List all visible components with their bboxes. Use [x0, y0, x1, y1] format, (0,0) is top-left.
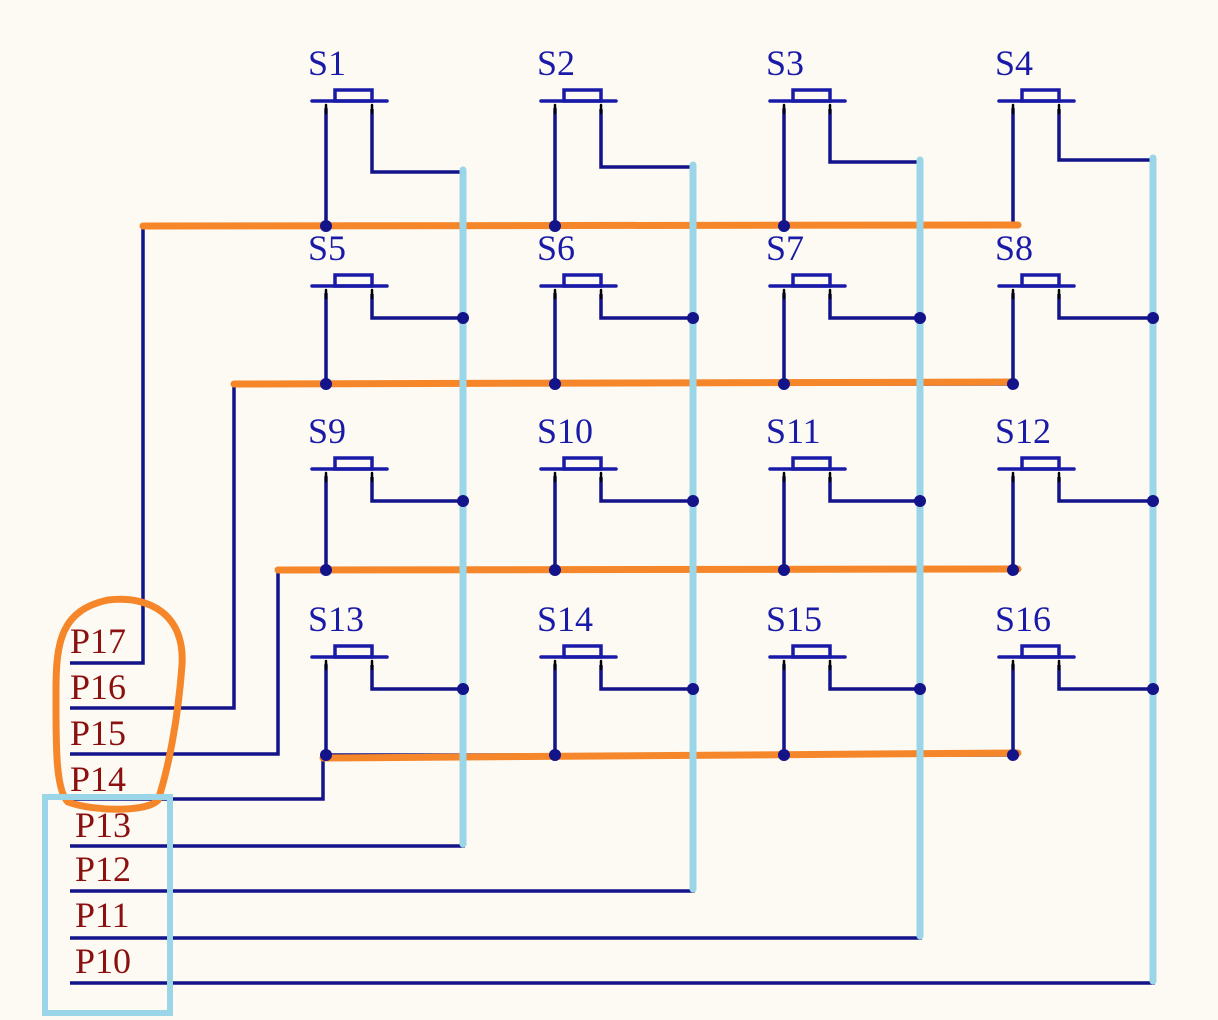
pin-label-p16: P16 — [70, 667, 126, 707]
pin-label-p17: P17 — [70, 621, 126, 661]
junction-dot — [457, 495, 469, 507]
switch-label: S13 — [308, 599, 364, 639]
switch-s6 — [539, 273, 693, 386]
junction-dot — [778, 564, 790, 576]
switch-label: S14 — [537, 599, 593, 639]
column-route-p13 — [70, 170, 465, 848]
switch-right-lead — [1057, 477, 1153, 503]
switch-s4 — [997, 88, 1153, 228]
switch-right-lead — [370, 294, 463, 320]
switch-s12 — [997, 456, 1153, 572]
junction-dot — [687, 312, 699, 324]
row-route-p17 — [70, 226, 145, 665]
junction-dot — [778, 220, 790, 232]
switch-right-lead — [370, 109, 463, 174]
switch-label: S15 — [766, 599, 822, 639]
junction-layer — [320, 220, 1159, 761]
switch-label: S12 — [995, 411, 1051, 451]
switch-s7 — [768, 273, 920, 386]
pin-label-p10: P10 — [75, 941, 131, 981]
row-pins-highlight-loop — [52, 595, 186, 813]
row-highlight-line — [139, 221, 1022, 230]
switch-label: S8 — [995, 228, 1033, 268]
switch-right-lead — [1057, 109, 1153, 162]
junction-dot — [320, 564, 332, 576]
switch-right-lead — [828, 665, 920, 691]
switch-s15 — [768, 644, 920, 757]
junction-dot — [320, 378, 332, 390]
switch-s13 — [310, 644, 463, 757]
switch-right-lead — [828, 477, 920, 503]
junction-dot — [320, 220, 332, 232]
switch-s5 — [310, 273, 463, 386]
switch-label: S7 — [766, 228, 804, 268]
junction-dot — [1007, 564, 1019, 576]
junction-dot — [778, 378, 790, 390]
switch-right-lead — [1057, 294, 1153, 320]
switch-label: S9 — [308, 411, 346, 451]
switch-s14 — [539, 644, 693, 757]
switch-right-lead — [370, 477, 463, 503]
junction-dot — [687, 495, 699, 507]
pin-label-p11: P11 — [75, 895, 130, 935]
switch-right-lead — [599, 294, 693, 320]
row-route-p16 — [70, 384, 236, 710]
junction-dot — [1007, 378, 1019, 390]
switch-s3 — [768, 88, 920, 228]
row-highlight-line — [274, 565, 1022, 574]
switch-s9 — [310, 456, 463, 572]
junction-dot — [457, 683, 469, 695]
switch-label: S2 — [537, 43, 575, 83]
switch-layer — [310, 88, 1153, 757]
pin-label-p12: P12 — [75, 849, 131, 889]
switch-label: S6 — [537, 228, 575, 268]
switch-right-lead — [370, 665, 463, 691]
switch-right-lead — [599, 477, 693, 503]
pin-label-p13: P13 — [75, 805, 131, 845]
junction-dot — [549, 378, 561, 390]
switch-label: S4 — [995, 43, 1033, 83]
switch-s11 — [768, 456, 920, 572]
switch-s2 — [539, 88, 693, 228]
switch-right-lead — [828, 294, 920, 320]
junction-dot — [1147, 683, 1159, 695]
row-route-p15 — [70, 570, 280, 756]
pin-label-p14: P14 — [70, 759, 126, 799]
junction-dot — [549, 749, 561, 761]
switch-s16 — [997, 644, 1153, 757]
junction-dot — [914, 683, 926, 695]
junction-dot — [687, 683, 699, 695]
highlight-layer — [42, 154, 1157, 1016]
switch-label: S3 — [766, 43, 804, 83]
switch-label: S1 — [308, 43, 346, 83]
switch-right-lead — [1057, 665, 1153, 691]
junction-dot — [320, 749, 332, 761]
junction-dot — [1147, 312, 1159, 324]
junction-dot — [914, 312, 926, 324]
junction-dot — [1147, 495, 1159, 507]
junction-dot — [549, 564, 561, 576]
junction-dot — [1007, 749, 1019, 761]
switch-s8 — [997, 273, 1153, 386]
switch-label: S16 — [995, 599, 1051, 639]
junction-dot — [778, 749, 790, 761]
switch-right-lead — [599, 109, 693, 169]
junction-dot — [914, 495, 926, 507]
switch-label: S10 — [537, 411, 593, 451]
switch-label: S11 — [766, 411, 821, 451]
switch-right-lead — [828, 109, 920, 164]
row-highlight-line — [319, 749, 1022, 762]
row-highlight-line — [230, 378, 1017, 388]
switch-right-lead — [599, 665, 693, 691]
junction-dot — [457, 312, 469, 324]
switch-s10 — [539, 456, 693, 572]
pin-label-p15: P15 — [70, 713, 126, 753]
junction-dot — [549, 220, 561, 232]
switch-s1 — [310, 88, 463, 228]
switch-label: S5 — [308, 228, 346, 268]
column-pins-highlight-box — [42, 794, 173, 1016]
